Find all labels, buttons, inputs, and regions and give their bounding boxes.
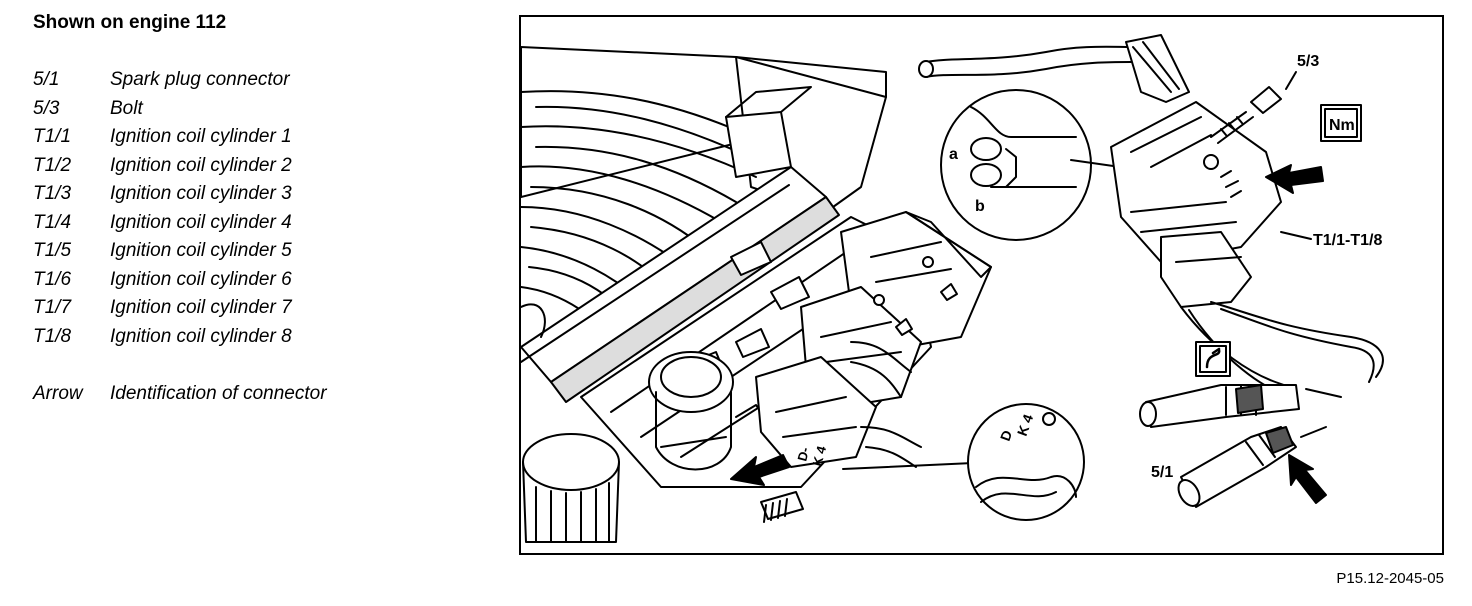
legend-code: T1/2 bbox=[33, 154, 72, 176]
legend-code: T1/6 bbox=[33, 268, 72, 290]
legend-item: T1/2 Ignition coil cylinder 2 bbox=[33, 152, 327, 181]
label-ignition-coils: T1/1-T1/8 bbox=[1313, 232, 1382, 249]
legend-text: Ignition coil cylinder 8 bbox=[110, 325, 292, 347]
legend-item: T1/1 Ignition coil cylinder 1 bbox=[33, 123, 327, 152]
legend-code: T1/8 bbox=[33, 325, 72, 347]
legend-code: T1/4 bbox=[33, 211, 72, 233]
legend-code: 5/1 bbox=[33, 69, 60, 90]
tool-symbol-icon bbox=[1195, 341, 1231, 377]
legend-code: T1/5 bbox=[33, 240, 72, 261]
oil-filler-cap bbox=[648, 351, 734, 471]
page-title: Shown on engine 112 bbox=[33, 12, 227, 33]
legend-item: 5/1 Spark plug connector bbox=[33, 66, 327, 95]
arrow-icon bbox=[1288, 454, 1327, 504]
label-a: a bbox=[949, 146, 958, 163]
intake-manifold bbox=[521, 46, 887, 358]
ignition-coil-row: D- K 4 bbox=[755, 211, 992, 468]
legend-text: Ignition coil cylinder 4 bbox=[110, 211, 292, 233]
fuel-rail bbox=[521, 166, 840, 403]
legend-text: Ignition coil cylinder 7 bbox=[110, 297, 292, 318]
legend-text: Bolt bbox=[110, 97, 143, 119]
arrow-icon bbox=[730, 454, 790, 486]
legend-item: T1/5 Ignition coil cylinder 5 bbox=[33, 237, 327, 266]
detail-view-connector-ab: a b bbox=[940, 89, 1227, 241]
figure-id: P15.12-2045-05 bbox=[1336, 570, 1444, 587]
svg-text:K 4: K 4 bbox=[809, 444, 829, 468]
engine-illustration: D- K 4 D K 4 a b bbox=[519, 15, 1444, 555]
ignition-coil-removed bbox=[1110, 101, 1384, 396]
detail-view-connector-marking: D K 4 bbox=[842, 403, 1085, 521]
label-b: b bbox=[975, 198, 985, 215]
torque-label: Nm bbox=[1329, 117, 1355, 134]
mounting-bolt-lower bbox=[760, 491, 804, 523]
wiring-harness bbox=[918, 34, 1190, 103]
legend-code: T1/3 bbox=[33, 183, 72, 204]
legend-text: Ignition coil cylinder 2 bbox=[110, 154, 292, 176]
legend-code: 5/3 bbox=[33, 97, 60, 119]
legend-text: Ignition coil cylinder 1 bbox=[110, 126, 292, 147]
legend-text: Identification of connector bbox=[110, 382, 327, 404]
label-bolt: 5/3 bbox=[1297, 53, 1319, 70]
legend-text: Ignition coil cylinder 5 bbox=[110, 240, 292, 261]
spark-plug-connectors bbox=[1139, 384, 1342, 508]
detail-marking: K 4 bbox=[1014, 412, 1037, 438]
legend-text: Ignition coil cylinder 3 bbox=[110, 183, 292, 204]
legend-item: T1/3 Ignition coil cylinder 3 bbox=[33, 180, 327, 209]
legend-code: T1/7 bbox=[33, 297, 72, 318]
legend-item: 5/3 Bolt bbox=[33, 95, 327, 124]
legend-text: Ignition coil cylinder 6 bbox=[110, 268, 292, 290]
legend-item-arrow: Arrow Identification of connector bbox=[33, 380, 327, 409]
oil-filter-housing bbox=[521, 303, 620, 543]
legend-item: T1/8 Ignition coil cylinder 8 bbox=[33, 323, 327, 352]
arrow-icon bbox=[1265, 164, 1324, 194]
legend-item: T1/7 Ignition coil cylinder 7 bbox=[33, 294, 327, 323]
legend-code: T1/1 bbox=[33, 126, 72, 147]
legend-item: T1/6 Ignition coil cylinder 6 bbox=[33, 266, 327, 295]
legend-item: T1/4 Ignition coil cylinder 4 bbox=[33, 209, 327, 238]
torque-symbol-icon: Nm bbox=[1320, 104, 1362, 142]
bolt-5-3 bbox=[1210, 71, 1297, 144]
engine-drawing: D- K 4 D K 4 a b bbox=[521, 34, 1384, 543]
svg-text:D-: D- bbox=[794, 446, 812, 463]
legend-code: Arrow bbox=[33, 382, 83, 404]
legend-text: Spark plug connector bbox=[110, 69, 290, 90]
label-spark-plug-connector: 5/1 bbox=[1151, 464, 1173, 481]
